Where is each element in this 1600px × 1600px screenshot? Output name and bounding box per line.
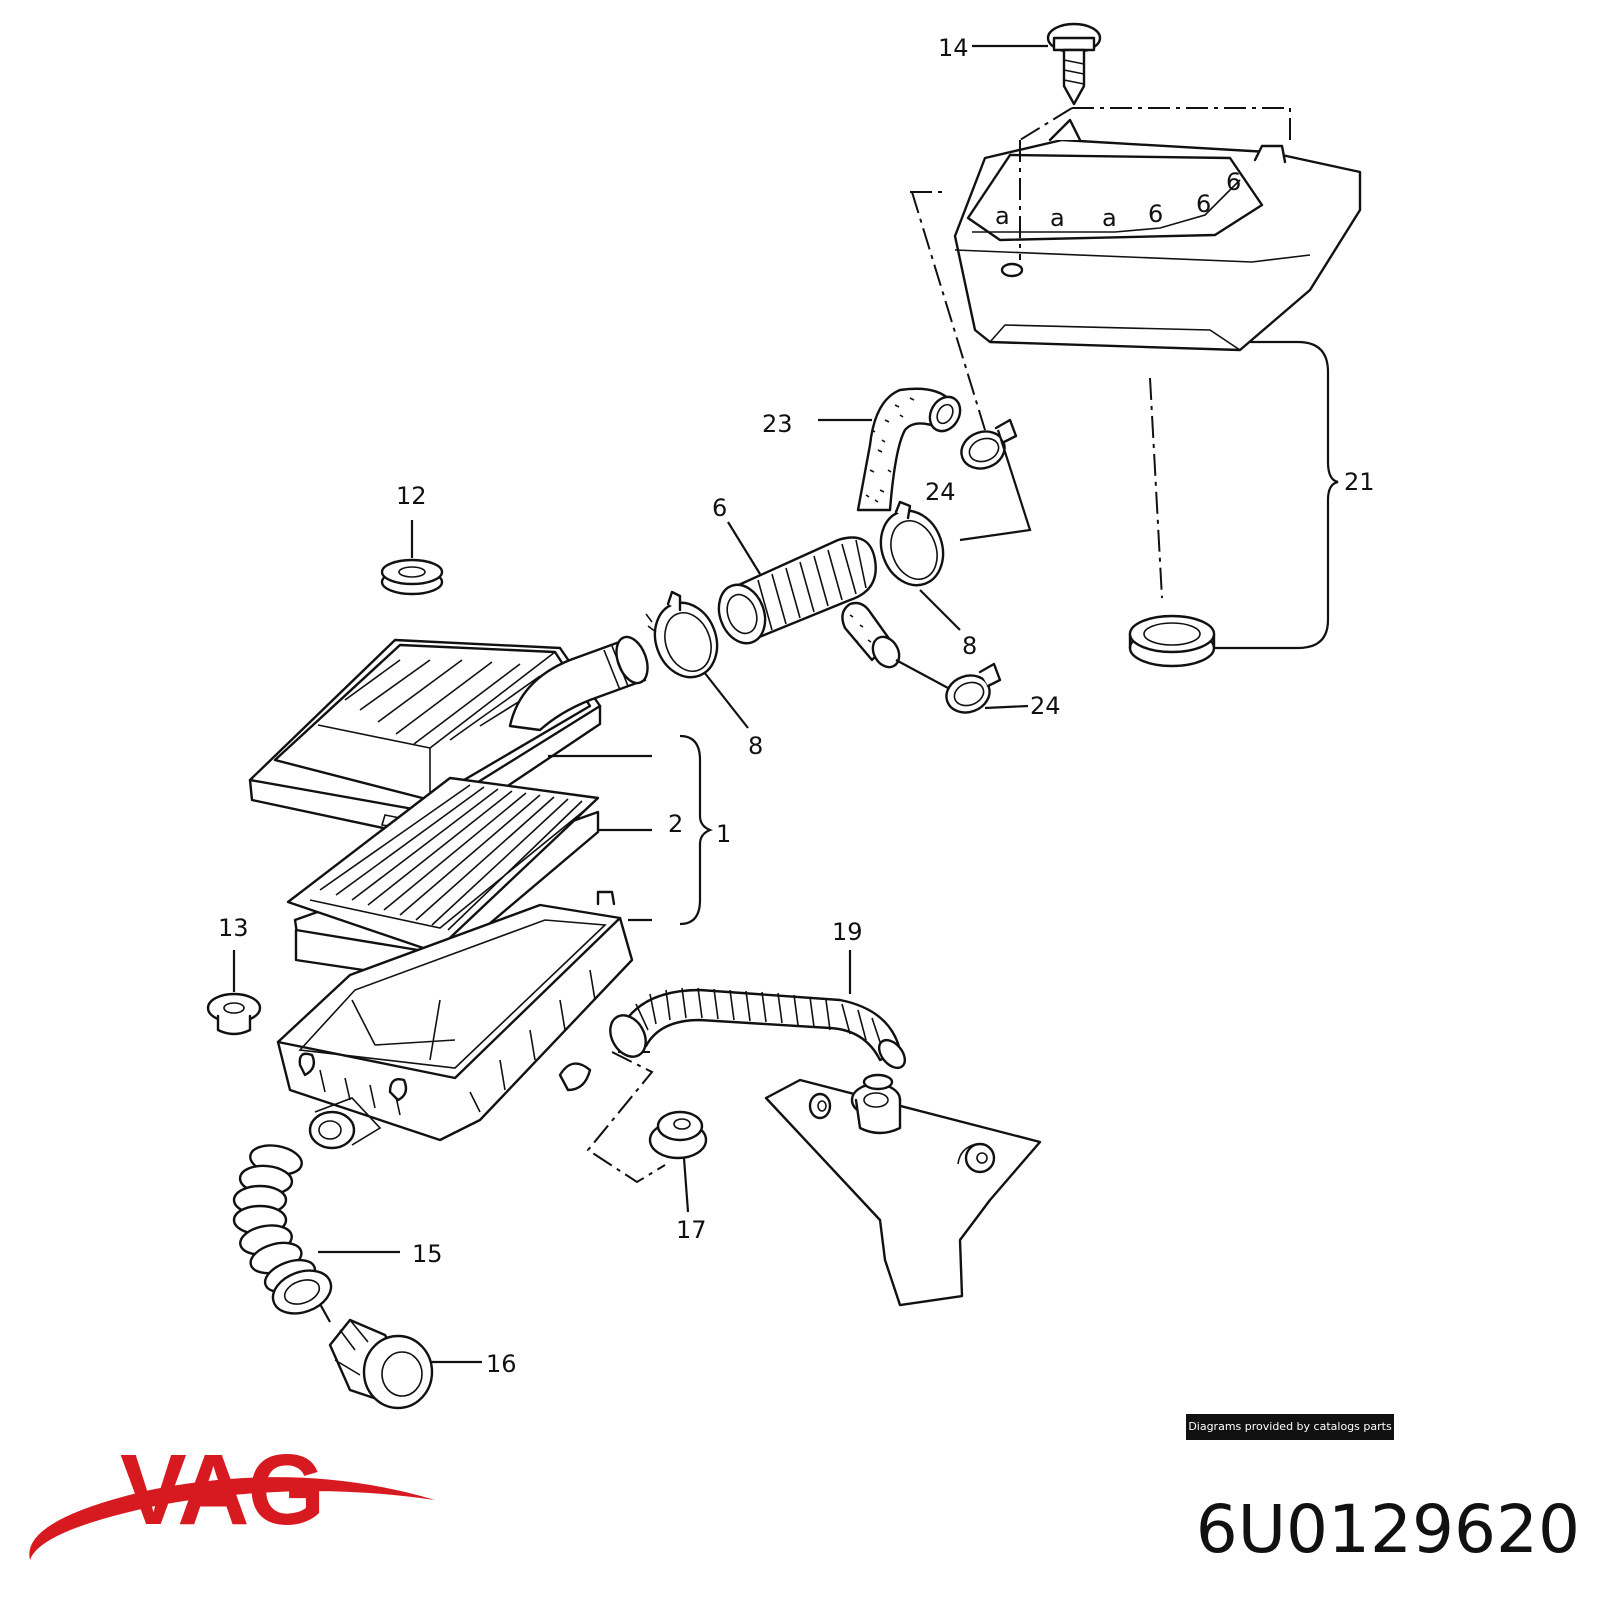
callout-8-left: 8 [748, 732, 763, 760]
cover-mark: a [995, 202, 1010, 230]
part-bracket [764, 1073, 1042, 1307]
cover-mark: 6 [1196, 190, 1211, 218]
part-clamp-24-lower [945, 662, 1002, 714]
part-clamp-8-right [879, 500, 945, 587]
callout-17-label: 17 [676, 1216, 707, 1244]
brand-logo: VAG [120, 1434, 325, 1546]
part-ring-seal [1128, 614, 1216, 668]
part-screw [1046, 22, 1102, 106]
part-clamp-8-left [645, 590, 719, 679]
part-clamp-24-upper [960, 418, 1018, 470]
callout-24-lower: 24 [1030, 692, 1061, 720]
part-top-cover: a a a 6 6 6 [953, 118, 1362, 352]
leader-lines [232, 44, 1339, 1364]
callout-6: 6 [712, 494, 727, 522]
part-lower-housing [276, 890, 634, 1150]
part-small-hose [841, 601, 901, 669]
cover-mark: 6 [1226, 168, 1241, 196]
callout-12: 12 [396, 482, 427, 510]
assembly-lines [586, 107, 1291, 1184]
part-adapter-16 [328, 1318, 434, 1410]
callout-23: 23 [762, 410, 793, 438]
callout-1: 1 [716, 820, 731, 848]
part-hose-23 [856, 387, 962, 512]
part-filter-element [286, 776, 600, 982]
part-hose-15 [232, 1144, 333, 1315]
callout-16-label: 16 [486, 1350, 517, 1378]
callout-14: 14 [938, 34, 969, 62]
callout-13: 13 [218, 914, 249, 942]
part-grommet-17 [648, 1110, 708, 1160]
part-grommet-12 [380, 558, 444, 596]
callout-15: 15 [412, 1240, 443, 1268]
callout-2: 2 [668, 810, 683, 838]
callout-24-upper: 24 [925, 478, 956, 506]
callout-labels: 14 23 24 21 6 12 8 24 8 2 1 13 17 19 19 … [218, 34, 1375, 1378]
cover-mark: 6 [1148, 200, 1163, 228]
credit-banner: Diagrams provided by catalogs parts [1186, 1414, 1394, 1440]
cover-mark: a [1102, 204, 1117, 232]
part-intake-duct [508, 635, 649, 732]
callout-21: 21 [1344, 468, 1375, 496]
part-grommet-13 [206, 992, 262, 1036]
callout-8-right: 8 [962, 632, 977, 660]
callout-19-label: 19 [832, 918, 863, 946]
cover-mark: a [1050, 204, 1065, 232]
part-hose-19 [609, 987, 907, 1070]
part-hose-6 [717, 536, 877, 645]
part-number: 6U0129620 [1195, 1491, 1580, 1568]
vag-logo-swoosh [29, 1477, 436, 1560]
